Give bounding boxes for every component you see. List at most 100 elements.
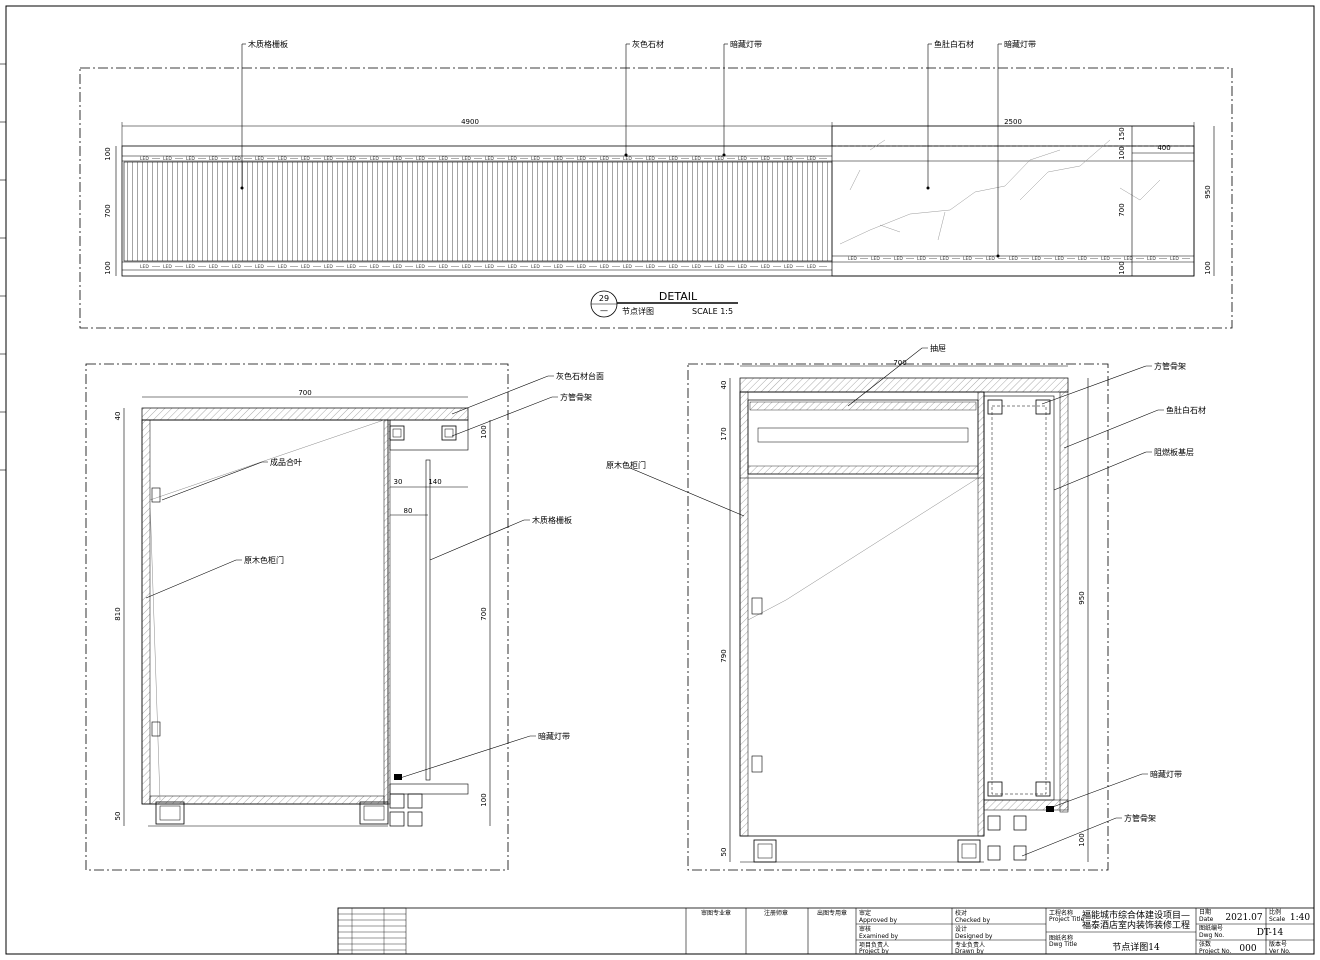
tb-date-val: 2021.07	[1225, 913, 1262, 923]
led-marker: LED	[1009, 256, 1018, 262]
detail-number: 29	[599, 294, 609, 303]
tb-ver-cn: 版本号	[1269, 940, 1287, 948]
right-label-led: 暗藏灯带	[1150, 769, 1182, 779]
detail-title-block: 29 — DETAIL 节点详图 SCALE 1:5	[590, 290, 738, 318]
led-marker: LED	[761, 264, 770, 270]
detail-name-en: DETAIL	[659, 290, 698, 303]
led-marker: LED	[485, 156, 494, 162]
left-label-hinge: 成品合叶	[270, 457, 302, 467]
detail-name-cn: 节点详图	[622, 306, 654, 316]
dim-r-100a: 100	[1118, 146, 1126, 159]
tb-examined-en: Examined by	[859, 933, 899, 940]
dim-r-400: 400	[1157, 144, 1170, 152]
tb-proj-no-en: Project No.	[1199, 948, 1231, 955]
right-section-frame	[687, 363, 1109, 871]
tb-examined-cn: 审核	[859, 925, 871, 933]
led-labels-bottom: LED LED LED LED LED LED LED LED LED LED LED LED LED L…	[140, 264, 827, 270]
led-marker: LED	[163, 156, 172, 162]
led-marker: LED	[140, 156, 149, 162]
led-marker: LED	[1101, 256, 1110, 262]
tb-dwg-no-val: DT-14	[1257, 928, 1284, 938]
led-marker: LED	[963, 256, 972, 262]
tb-reg-stamp: 注册师章	[764, 909, 788, 917]
tb-date-en: Date	[1199, 916, 1214, 923]
tb-scale-en: Scale	[1269, 916, 1285, 923]
tb-dwg-title-cn: 图纸名称	[1049, 934, 1073, 942]
detail-sheet: —	[600, 306, 608, 315]
led-marker: LED	[669, 156, 678, 162]
dim-r-150: 150	[1118, 127, 1126, 140]
led-marker: LED	[1078, 256, 1087, 262]
led-marker: LED	[186, 156, 195, 162]
dim-r-100b: 100	[1118, 261, 1126, 274]
title-block: 审图专业章 注册师章 出图专用章 审定 Approved by 校对 Check…	[337, 907, 1315, 955]
right-label-steel-frame-b: 方管骨架	[1124, 813, 1156, 823]
led-marker: LED	[669, 264, 678, 270]
led-marker: LED	[692, 156, 701, 162]
led-marker: LED	[232, 156, 241, 162]
led-marker: LED	[393, 264, 402, 270]
led-marker: LED	[623, 264, 632, 270]
tb-approved-en: Approved by	[859, 917, 897, 924]
dim-r-950: 950	[1204, 185, 1212, 198]
led-marker: LED	[370, 264, 379, 270]
right-label-steel-frame: 方管骨架	[1154, 361, 1186, 371]
left-dim-700v: 700	[480, 607, 488, 620]
tb-project-name-1: 福能城市综合体建设项目—	[1082, 909, 1190, 921]
left-label-door: 原木色柜门	[244, 555, 284, 565]
led-marker: LED	[347, 156, 356, 162]
left-dim-50: 50	[114, 812, 122, 821]
led-marker: LED	[531, 156, 540, 162]
tb-date-cn: 日期	[1199, 908, 1211, 916]
led-marker: LED	[646, 264, 655, 270]
led-marker: LED	[301, 264, 310, 270]
led-marker: LED	[807, 156, 816, 162]
led-marker: LED	[848, 256, 857, 262]
right-dim-790: 790	[720, 649, 728, 662]
led-marker: LED	[715, 156, 724, 162]
label-grey-stone: 灰色石材	[632, 39, 664, 49]
tb-proj-no-cn: 张数	[1199, 940, 1211, 948]
led-marker: LED	[209, 156, 218, 162]
dim-2500: 2500	[1004, 118, 1022, 126]
wood-grille-panel	[123, 161, 833, 262]
led-marker: LED	[508, 264, 517, 270]
dim-left-100b: 100	[104, 261, 112, 274]
tb-ver-en: Ver No.	[1269, 948, 1291, 955]
led-marker: LED	[1147, 256, 1156, 262]
led-marker: LED	[416, 156, 425, 162]
led-marker: LED	[324, 264, 333, 270]
led-marker: LED	[554, 264, 563, 270]
left-label-grille: 木质格栅板	[532, 515, 572, 525]
tb-dwg-title-en: Dwg Title	[1049, 941, 1077, 948]
right-dim-50: 50	[720, 848, 728, 857]
led-marker: LED	[738, 264, 747, 270]
dim-4900: 4900	[461, 118, 479, 126]
tb-project-by-cn: 项目负责人	[859, 941, 889, 949]
led-marker: LED	[871, 256, 880, 262]
tb-checked-cn: 校对	[955, 909, 967, 917]
led-marker: LED	[1055, 256, 1064, 262]
led-marker: LED	[692, 264, 701, 270]
led-marker: LED	[186, 264, 195, 270]
led-marker: LED	[894, 256, 903, 262]
led-marker: LED	[577, 156, 586, 162]
tb-dwg-no-cn: 图纸编号	[1199, 924, 1223, 932]
tb-issue-stamp: 出图专用章	[817, 909, 847, 917]
dim-r-100c: 100	[1204, 261, 1212, 274]
led-marker: LED	[807, 264, 816, 270]
led-labels-top: LED LED LED LED LED LED LED LED LED LED LED LED LED L…	[140, 156, 827, 162]
left-dim-140: 140	[428, 478, 441, 486]
right-dim-950: 950	[1078, 591, 1086, 604]
led-marker: LED	[917, 256, 926, 262]
led-marker: LED	[439, 264, 448, 270]
tb-scale-val: 1:40	[1290, 913, 1310, 923]
led-marker: LED	[393, 156, 402, 162]
label-fish-belly-stone: 鱼肚白石材	[934, 39, 974, 49]
left-label-led: 暗藏灯带	[538, 731, 570, 741]
led-marker: LED	[462, 156, 471, 162]
tb-drawn-en: Drawn by	[955, 948, 984, 955]
led-marker: LED	[1032, 256, 1041, 262]
right-dim-100: 100	[1078, 833, 1086, 846]
